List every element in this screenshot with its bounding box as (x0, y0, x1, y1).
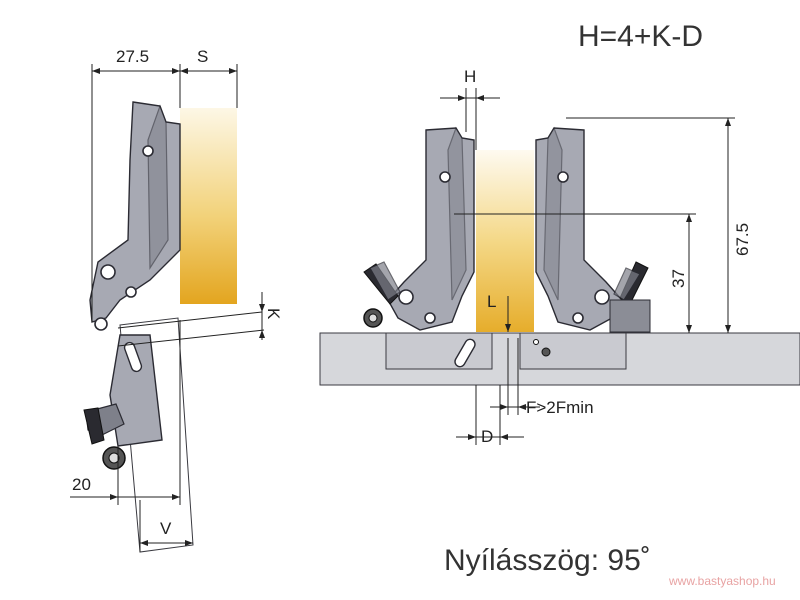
door-panel-mid (476, 150, 534, 332)
arrow (172, 68, 180, 74)
label-20: 20 (72, 475, 91, 494)
arrow (505, 324, 511, 332)
hinge-rivet (572, 312, 584, 324)
arrow (518, 404, 526, 410)
base-screw (541, 347, 551, 357)
hinge-rivet (100, 264, 116, 280)
label-v: V (160, 519, 172, 538)
clip-lever-black (83, 407, 105, 445)
arrow (686, 325, 692, 333)
hinge-rivet (594, 289, 610, 305)
label-27-5: 27.5 (116, 47, 149, 66)
adjust-screw-inner (368, 313, 378, 323)
arrow (110, 494, 118, 500)
arrow (500, 404, 508, 410)
hinge-rivet (424, 312, 436, 324)
base-screw (533, 339, 539, 345)
clip-lever-grey (369, 261, 401, 301)
watermark-text: www.bastyashop.hu (668, 574, 776, 588)
hinge-rivet (142, 145, 154, 157)
arrow (92, 68, 100, 74)
arrow (686, 214, 692, 222)
mounting-plate-left (109, 334, 163, 447)
left-side-view: 27.5 S K 20 V (70, 47, 283, 553)
label-l: L (487, 292, 496, 311)
plate-slot (123, 341, 143, 373)
arrow (185, 540, 193, 546)
hinge-rivet (398, 289, 414, 305)
label-37: 37 (669, 269, 688, 288)
opening-angle-caption: Nyílásszög: 95˚ (444, 544, 651, 577)
mounting-base-left (385, 332, 493, 370)
arrow (259, 304, 265, 312)
hinge-rivet (557, 171, 569, 183)
arrow (180, 68, 188, 74)
arrow (476, 95, 484, 101)
mounting-base-right (519, 332, 627, 370)
label-f: F>2Fmin (526, 398, 594, 417)
formula-text: H=4+K-D (578, 20, 703, 53)
hinge-arm-edge (147, 104, 169, 270)
label-k: K (264, 308, 283, 320)
arrow (725, 118, 731, 126)
adjust-screw-inner (108, 452, 120, 464)
arrow (468, 434, 476, 440)
label-d: D (481, 427, 493, 446)
base-slot (454, 338, 476, 368)
hinge-rivet (439, 171, 451, 183)
hinge-rivet (94, 317, 108, 331)
arrow (172, 494, 180, 500)
arrow (229, 68, 237, 74)
arrow (725, 325, 731, 333)
arrow (140, 540, 148, 546)
right-block (609, 299, 651, 333)
door-edge-line (117, 311, 263, 329)
arrow (458, 95, 466, 101)
door-panel-left (180, 108, 237, 304)
label-s: S (197, 47, 208, 66)
label-67-5: 67.5 (733, 223, 752, 256)
door-edge-line (117, 329, 265, 347)
label-h: H (464, 67, 476, 86)
arrow (259, 330, 265, 338)
hinge-rivet (125, 286, 137, 298)
arrow (500, 434, 508, 440)
right-top-view: H 67.5 37 L F>2Fmin D (319, 67, 800, 446)
